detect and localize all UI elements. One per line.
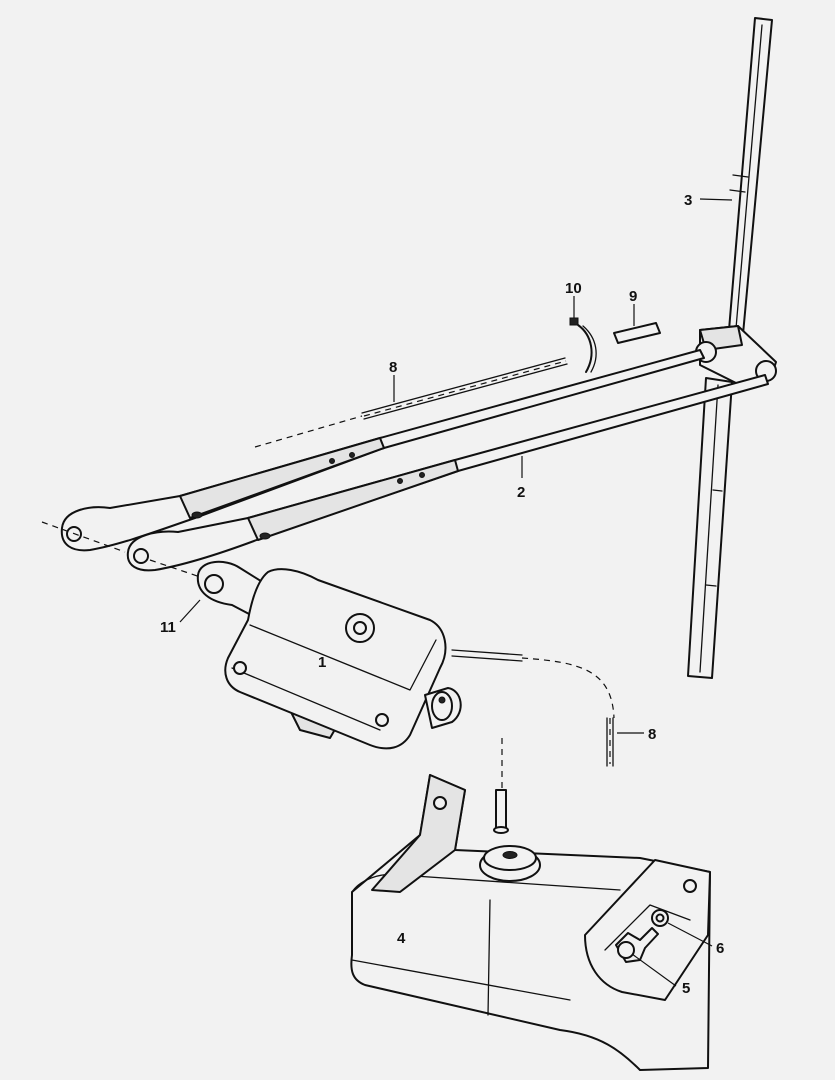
wiper-blade xyxy=(687,17,773,679)
callout-2: 2 xyxy=(517,484,525,501)
washer xyxy=(651,909,669,927)
callout-9: 9 xyxy=(629,288,637,305)
blade-pivot-block xyxy=(695,325,777,386)
leader-11 xyxy=(179,599,201,623)
callout-11: 11 xyxy=(160,619,176,636)
callout-10: 10 xyxy=(565,280,582,297)
callout-3: 3 xyxy=(684,192,692,209)
callout-5: 5 xyxy=(682,980,690,997)
leader-3 xyxy=(699,198,733,201)
callout-1: 1 xyxy=(318,654,326,671)
hose-connector xyxy=(613,322,661,344)
leader-5 xyxy=(631,953,677,987)
washer-reservoir xyxy=(350,774,711,1071)
callout-4: 4 xyxy=(397,930,406,947)
callout-8-upper: 8 xyxy=(389,359,397,376)
washer-hose-upper xyxy=(254,357,568,448)
washer-hose-lower xyxy=(451,649,615,767)
wiper-arm-upper xyxy=(60,349,705,552)
mounting-bolt xyxy=(615,927,659,963)
callout-8-lower: 8 xyxy=(648,726,656,743)
wiper-arm-lower xyxy=(126,374,769,572)
wiper-motor xyxy=(224,568,462,750)
callout-6: 6 xyxy=(716,940,724,957)
hose-clip xyxy=(569,317,597,373)
leader-6 xyxy=(667,922,713,947)
